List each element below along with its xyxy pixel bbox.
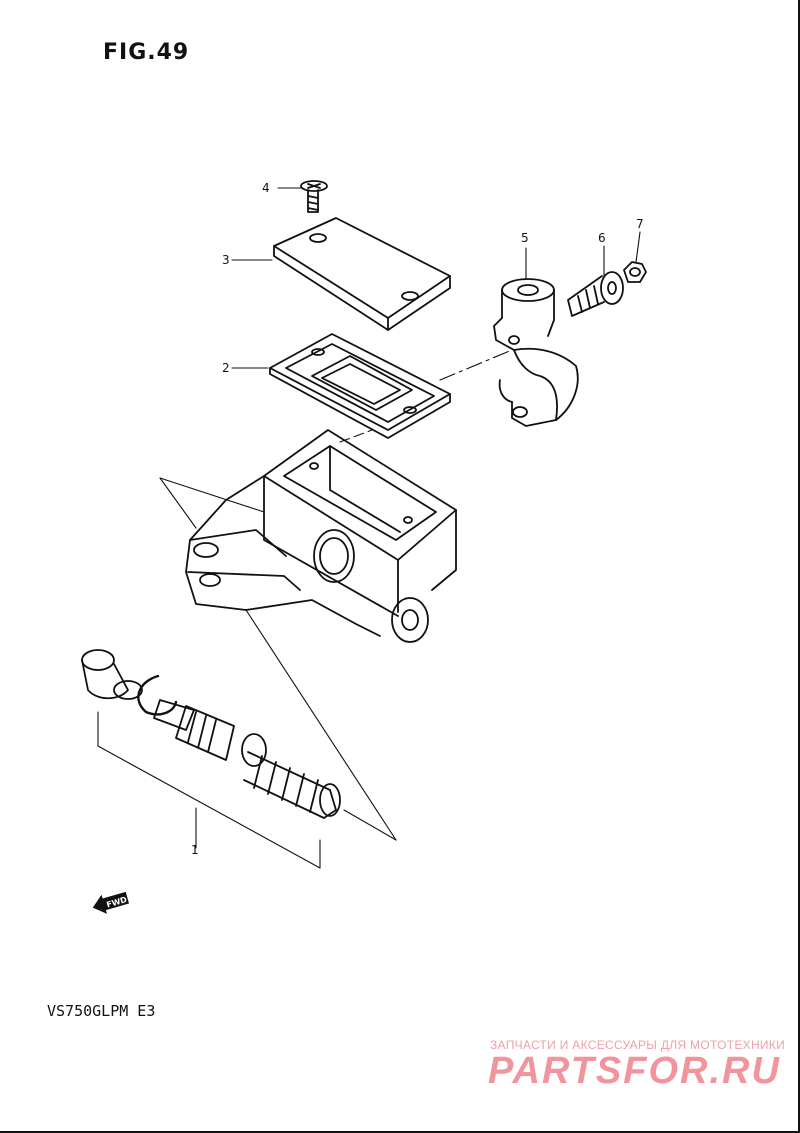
part-1-piston-kit[interactable] [81,649,341,819]
part-5-clamp[interactable] [493,278,579,427]
callout-4: 4 [262,181,270,195]
part-2-diaphragm[interactable] [269,333,451,439]
model-code: VS750GLPM E3 [47,1002,156,1020]
callout-1: 1 [191,843,199,857]
watermark-logo: PARTSFOR.RU [488,1050,781,1092]
watermark-caption: ЗАПЧАСТИ И АКСЕССУАРЫ ДЛЯ МОТОТЕХНИКИ [490,1038,786,1052]
part-4-screw[interactable] [300,180,328,213]
forward-arrow-icon: FWD [92,891,130,914]
callout-3: 3 [222,253,230,267]
callout-2: 2 [222,361,230,375]
figure-title: FIG.49 [103,40,190,65]
callout-6: 6 [598,231,606,245]
callout-labels: 4 3 2 5 6 7 1 [191,181,644,857]
part-7-nut[interactable] [623,261,647,283]
leader-lines [97,187,641,869]
master-cylinder-body[interactable] [185,429,457,643]
callout-7: 7 [636,217,644,231]
part-3-reservoir-cap[interactable] [273,217,451,331]
part-6-bolt[interactable] [567,271,624,317]
callout-5: 5 [521,231,529,245]
